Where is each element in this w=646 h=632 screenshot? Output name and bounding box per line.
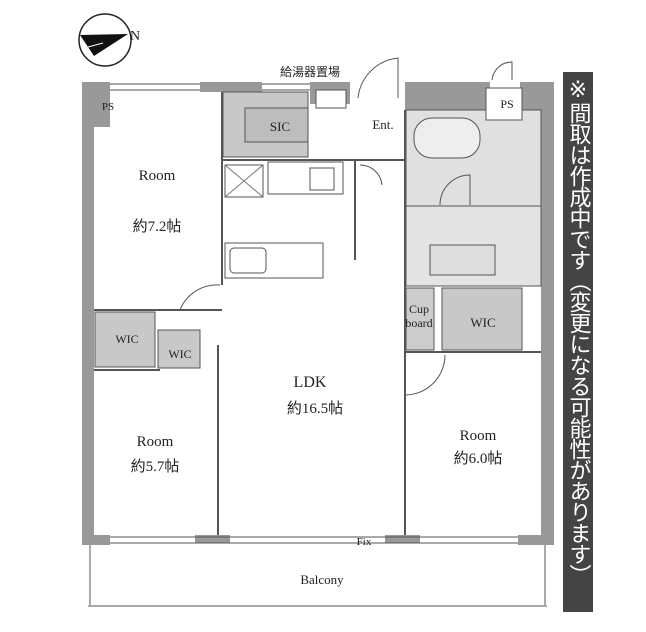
stove-icon — [309, 167, 335, 191]
room1-size: 約7.2帖 — [133, 218, 182, 235]
windows — [110, 83, 518, 544]
wic-mid-label: WIC — [168, 347, 191, 361]
cupboard-label-2: board — [405, 316, 432, 330]
cupboard-label-1: Cup — [409, 302, 429, 316]
ldk-name: LDK — [294, 374, 327, 391]
entrance-label: Ent. — [372, 117, 393, 132]
wic-left-label: WIC — [115, 332, 138, 346]
compass-north-label: N — [130, 29, 140, 44]
notice-banner: ※間取は作成中です（変更になる可能性があります） — [563, 72, 593, 612]
wic-left-closet — [94, 311, 156, 368]
sic-label: SIC — [270, 119, 290, 134]
room1-name: Room — [139, 168, 176, 184]
cupboard — [405, 287, 435, 351]
room2-name: Room — [137, 434, 174, 450]
room2-size: 約5.7帖 — [131, 458, 180, 475]
ps-left-label: PS — [102, 101, 114, 113]
room3-size: 約6.0帖 — [454, 450, 503, 467]
wic-mid-closet — [157, 329, 201, 369]
wic-right-label: WIC — [470, 315, 495, 330]
balcony — [88, 545, 547, 607]
wic-right-closet — [441, 287, 523, 351]
interior-walls — [94, 92, 541, 535]
water-heater-label: 給湯器置場 — [280, 65, 340, 79]
ps-right-label: PS — [500, 97, 513, 111]
water-heater-box — [315, 89, 347, 109]
fix-label: Fix — [357, 536, 372, 548]
ldk-size: 約16.5帖 — [287, 400, 343, 417]
room3-name: Room — [460, 428, 497, 444]
compass-icon: N — [78, 13, 140, 67]
bathtub — [413, 117, 481, 159]
balcony-label: Balcony — [300, 572, 344, 587]
doors — [179, 57, 513, 396]
sink-icon — [229, 247, 267, 274]
